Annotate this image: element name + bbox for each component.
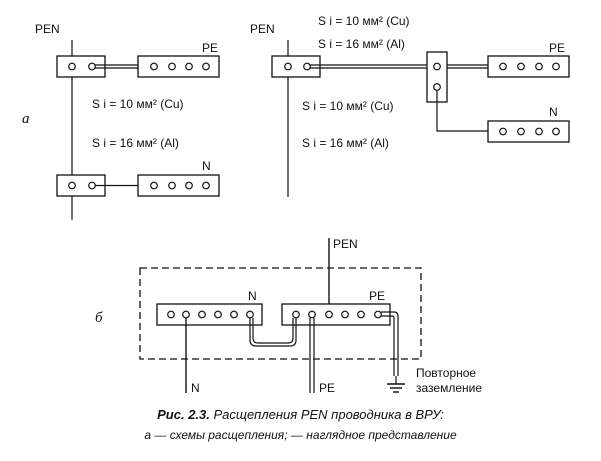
mark-a: а	[22, 111, 30, 127]
n-link-wire-right	[436, 90, 498, 132]
terminal	[68, 62, 76, 71]
diagram-a-left: PEN PE а S i = 10 мм² (Cu) S i = 16 мм² …	[22, 22, 220, 220]
n-bus-b	[156, 303, 263, 326]
cross-section-al-left: S i = 16 мм² (Al)	[92, 136, 179, 150]
reground-wire	[381, 311, 399, 376]
n-label-right: N	[549, 105, 558, 119]
pe-label-right: PE	[549, 41, 565, 55]
mark-b: б	[95, 310, 103, 326]
pen-junction-right	[271, 55, 321, 78]
cross-section-cu-right: S i = 10 мм² (Cu)	[302, 99, 394, 113]
n-bus-right	[487, 120, 570, 143]
terminal	[88, 62, 96, 71]
pen-label-left: PEN	[35, 22, 60, 36]
n-label-left: N	[202, 159, 211, 173]
n-label-b: N	[248, 289, 257, 303]
pe-bus-b	[281, 303, 391, 326]
cross-section-cu-top: S i = 10 мм² (Cu)	[318, 14, 410, 28]
figure-caption: Рис. 2.3. Расщепления PEN проводника в В…	[0, 407, 601, 422]
reground-label-1: Повторное	[416, 366, 476, 380]
distribution-board-enclosure	[139, 267, 422, 360]
diagram-b: б PEN N PE N PE	[95, 237, 482, 395]
cross-section-al-right: S i = 16 мм² (Al)	[302, 136, 389, 150]
pen-label-right: PEN	[250, 22, 275, 36]
n-out-label-b: N	[191, 381, 200, 395]
n-bus-left	[137, 174, 220, 197]
figure-title: Расщепления PEN проводника в ВРУ:	[209, 407, 444, 422]
diagram-a-right: PEN S i = 10 мм² (Cu) S i = 16 мм² (Al) …	[250, 14, 570, 197]
pe-bus-right	[487, 55, 570, 78]
n-pe-jumper	[249, 318, 297, 347]
pen-junction-top	[56, 55, 106, 78]
cross-section-al-top: S i = 16 мм² (Al)	[318, 37, 405, 51]
figure-number: Рис. 2.3.	[157, 407, 210, 422]
pe-label-left: PE	[202, 41, 218, 55]
ground-icon	[387, 376, 405, 393]
figure-subtitle: а — схемы расщепления; — наглядное предс…	[144, 428, 457, 442]
pen-label-b: PEN	[333, 237, 358, 251]
reground-label-2: заземление	[416, 381, 482, 395]
cross-section-cu-left: S i = 10 мм² (Cu)	[92, 97, 184, 111]
pe-bus-left	[137, 55, 220, 78]
pe-out-label-b: PE	[319, 381, 335, 395]
pe-label-b: PE	[369, 289, 385, 303]
